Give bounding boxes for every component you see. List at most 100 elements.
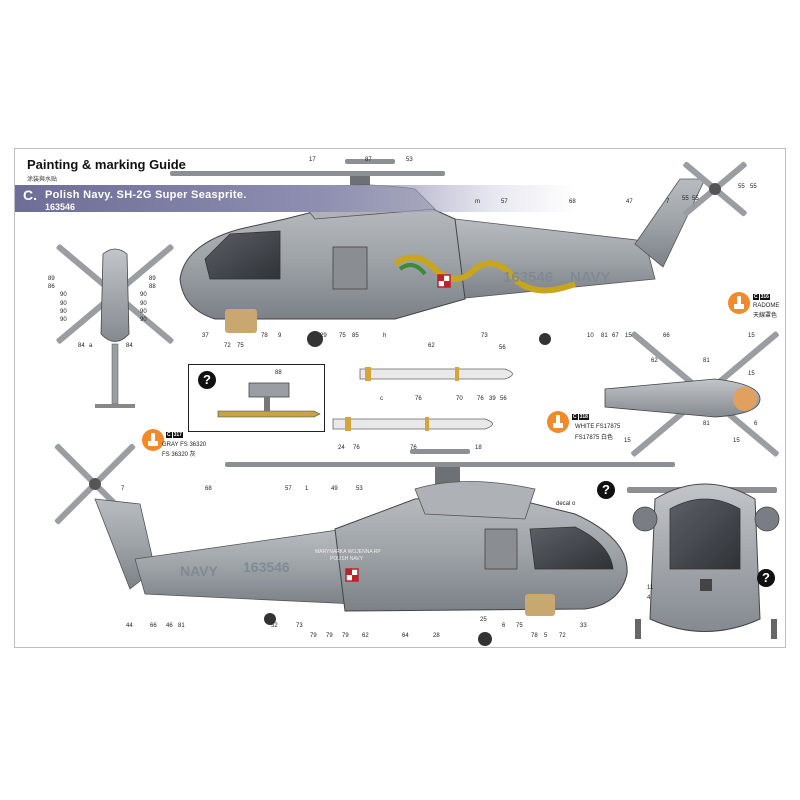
scheme-heading: Polish Navy. SH-2G Super Seasprite. — [45, 189, 247, 201]
missile-callout-76a: 76 — [415, 396, 422, 402]
bottom-callout-25: 25 — [480, 617, 487, 623]
front-callout-84a: 84 — [78, 343, 85, 349]
decal-note: decal o — [556, 501, 576, 507]
topview-callout-62: 62 — [651, 358, 658, 364]
bottom-callout-18: 18 — [475, 445, 482, 451]
callout-75a: 75 — [237, 343, 244, 349]
navy-serial-bottom: 163546 — [243, 559, 290, 575]
bottom-callout-1: 1 — [305, 486, 309, 492]
front-callout-88: 88 — [149, 284, 156, 290]
topview-callout-6: 6 — [754, 421, 758, 427]
topview-callout-15c: 15 — [624, 438, 631, 444]
guide-subtitle: 涂装與水贴 — [27, 177, 58, 183]
topview-callout-15b: 15 — [748, 371, 755, 377]
topview-callout-81b: 81 — [703, 421, 710, 427]
front-view — [56, 244, 174, 408]
bottom-callout-33: 33 — [580, 623, 587, 629]
inset-part-drawing — [217, 382, 321, 418]
bottom-callout-46: 46 — [166, 623, 173, 629]
bottom-callout-79c: 79 — [342, 633, 349, 639]
scheme-banner: C. Polish Navy. SH-2G Super Seasprite. 1… — [15, 185, 575, 212]
callout-47: 47 — [626, 199, 633, 205]
callout-m: m — [475, 199, 480, 205]
callout-55c: 55 — [738, 184, 745, 190]
gray-label: GRAY FS 36320 — [162, 442, 207, 448]
callout-85: 85 — [352, 333, 359, 339]
missile-callout-56a: 56 — [499, 345, 506, 351]
bottom-callout-5: 5 — [544, 633, 548, 639]
missile-callout-76d: 76 — [410, 445, 417, 451]
callout-9: 9 — [278, 333, 282, 339]
callout-73: 73 — [481, 333, 488, 339]
front-callout-90g: 90 — [60, 317, 67, 323]
question-icon-nose: ? — [757, 569, 775, 587]
paint-badge-radome — [728, 292, 750, 314]
front-callout-89b: 89 — [149, 276, 156, 282]
radome-label-cn: 天線罩色 — [753, 313, 778, 319]
missiles — [332, 367, 513, 431]
callout-15: 15 — [625, 333, 632, 339]
callout-57: 57 — [501, 199, 508, 205]
callout-7: 7 — [666, 199, 670, 205]
white-label: WHITE FS17875 — [575, 424, 621, 430]
bottom-callout-53: 53 — [356, 486, 363, 492]
radome-label: RADOME — [753, 303, 780, 309]
nose-callout-11: 11 — [647, 585, 654, 591]
bottom-callout-66: 66 — [150, 623, 157, 629]
polish-text-1: MARYNARKA WOJENNA RP — [315, 549, 381, 555]
missile-callout-76c: 76 — [353, 445, 360, 451]
detail-inset: ? 88 — [188, 364, 325, 432]
topview-callout-81a: 81 — [703, 358, 710, 364]
callout-72: 72 — [224, 343, 231, 349]
side-view-bottom — [54, 443, 675, 646]
bottom-callout-7: 7 — [121, 486, 125, 492]
marking-artwork — [54, 159, 780, 646]
missile-callout-39: 39 — [489, 396, 496, 402]
callout-37: 37 — [202, 333, 209, 339]
callout-78: 78 — [261, 333, 268, 339]
bottom-callout-28: 28 — [433, 633, 440, 639]
marking-guide-sheet: Painting & marking Guide 涂装與水贴 C. Polish… — [14, 148, 786, 648]
callout-53: 53 — [406, 157, 413, 163]
front-callout-90h: 90 — [140, 317, 147, 323]
polish-text-2: POLISH NAVY — [330, 556, 363, 562]
callout-62: 62 — [428, 343, 435, 349]
front-callout-a: a — [89, 343, 93, 349]
callout-68: 68 — [569, 199, 576, 205]
paint-badge-gray — [142, 429, 164, 451]
white-label-cn: FS17875 白色 — [575, 435, 614, 441]
bottom-callout-64: 64 — [402, 633, 409, 639]
question-icon-inset: ? — [198, 371, 216, 389]
gray-label-cn: FS 36320 灰 — [162, 452, 196, 458]
bottom-callout-57: 57 — [285, 486, 292, 492]
bottom-callout-44: 44 — [126, 623, 133, 629]
bottom-callout-52: 52 — [271, 623, 278, 629]
guide-title: Painting & marking Guide — [27, 157, 186, 172]
navy-serial-top: 163546 — [503, 269, 554, 286]
missile-callout-c: c — [380, 396, 383, 402]
missile-callout-56b: 56 — [500, 396, 507, 402]
bottom-callout-6: 6 — [502, 623, 506, 629]
question-icon-decal: ? — [597, 481, 615, 499]
callout-66: 66 — [663, 333, 670, 339]
topview-callout-15d: 15 — [733, 438, 740, 444]
front-callout-90a: 90 — [60, 292, 67, 298]
callout-87: 87 — [365, 157, 372, 163]
front-callout-84b: 84 — [126, 343, 133, 349]
scheme-letter: C. — [23, 187, 37, 203]
callout-h: h — [383, 333, 387, 339]
callout-55a: 55 — [682, 196, 689, 202]
front-callout-90d: 90 — [140, 301, 147, 307]
top-view — [604, 331, 779, 457]
missile-callout-76b: 76 — [477, 396, 484, 402]
callout-29: 29 — [320, 333, 327, 339]
missile-callout-70: 70 — [456, 396, 463, 402]
topview-callout-15a: 15 — [748, 333, 755, 339]
bottom-callout-49: 49 — [331, 486, 338, 492]
inset-callout-88: 88 — [275, 370, 282, 376]
bottom-callout-79a: 79 — [310, 633, 317, 639]
bottom-callout-78: 78 — [531, 633, 538, 639]
